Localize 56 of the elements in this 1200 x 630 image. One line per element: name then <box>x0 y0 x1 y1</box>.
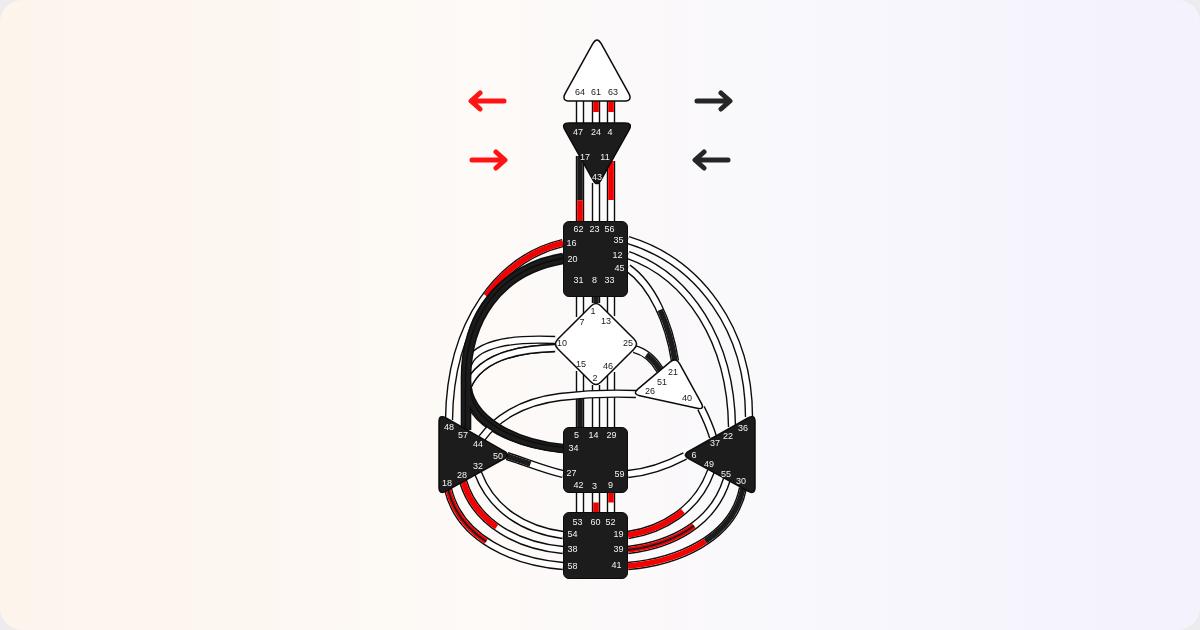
gate-number: 50 <box>493 451 503 461</box>
gate-number: 27 <box>566 468 577 477</box>
gate-number: 33 <box>604 275 615 284</box>
gate-number: 63 <box>608 87 618 97</box>
gate-number: 29 <box>606 430 617 439</box>
gate-number: 31 <box>573 275 584 284</box>
gate-number: 3 <box>592 481 597 490</box>
gate-number: 43 <box>592 172 602 182</box>
gate-number: 32 <box>473 461 483 471</box>
gate-number: 24 <box>591 127 601 137</box>
gate-number: 22 <box>723 431 733 441</box>
gate-number: 23 <box>589 224 600 233</box>
gate-number: 36 <box>738 423 748 433</box>
gate-number: 30 <box>736 476 746 486</box>
gate-number: 41 <box>611 560 622 569</box>
gate-number: 35 <box>613 235 624 244</box>
gate-number: 55 <box>721 469 731 479</box>
gate-number: 47 <box>573 127 583 137</box>
gate-number: 20 <box>567 254 578 263</box>
gate-number: 6 <box>691 450 697 460</box>
gate-number: 37 <box>710 438 720 448</box>
gate-number: 2 <box>592 373 598 383</box>
gate-number: 5 <box>574 430 579 439</box>
gate-number: 52 <box>605 517 616 526</box>
gate-number: 15 <box>576 359 586 369</box>
gate-number: 1 <box>590 306 596 316</box>
gate-number: 13 <box>601 316 611 326</box>
gate-number: 58 <box>567 561 578 570</box>
gate-number: 12 <box>612 250 623 259</box>
gate-number: 17 <box>580 152 590 162</box>
gate-number: 7 <box>579 317 585 327</box>
gate-number: 14 <box>588 430 599 439</box>
gate-number: 8 <box>592 275 597 284</box>
gate-number: 56 <box>604 224 615 233</box>
gate-number: 28 <box>457 470 467 480</box>
gate-number: 16 <box>566 238 577 247</box>
gate-number: 42 <box>573 480 584 489</box>
gate-number: 38 <box>567 544 578 553</box>
gate-number: 53 <box>572 517 583 526</box>
gate-number: 39 <box>613 544 624 553</box>
gate-number: 62 <box>573 224 584 233</box>
gate-number: 45 <box>614 263 625 272</box>
gate-number: 54 <box>567 529 578 538</box>
gate-number: 48 <box>444 422 454 432</box>
gate-number: 64 <box>575 87 585 97</box>
gate-number: 4 <box>607 127 613 137</box>
gate-number: 60 <box>590 517 601 526</box>
gate-number: 11 <box>600 152 610 162</box>
gate-number: 49 <box>704 459 714 469</box>
gate-number: 61 <box>591 87 601 97</box>
gate-number: 19 <box>613 529 624 538</box>
gate-number: 46 <box>603 361 613 371</box>
gate-number: 9 <box>608 480 613 489</box>
gate-number: 18 <box>442 478 452 488</box>
gate-number: 34 <box>568 443 579 452</box>
gate-number: 59 <box>614 469 625 478</box>
